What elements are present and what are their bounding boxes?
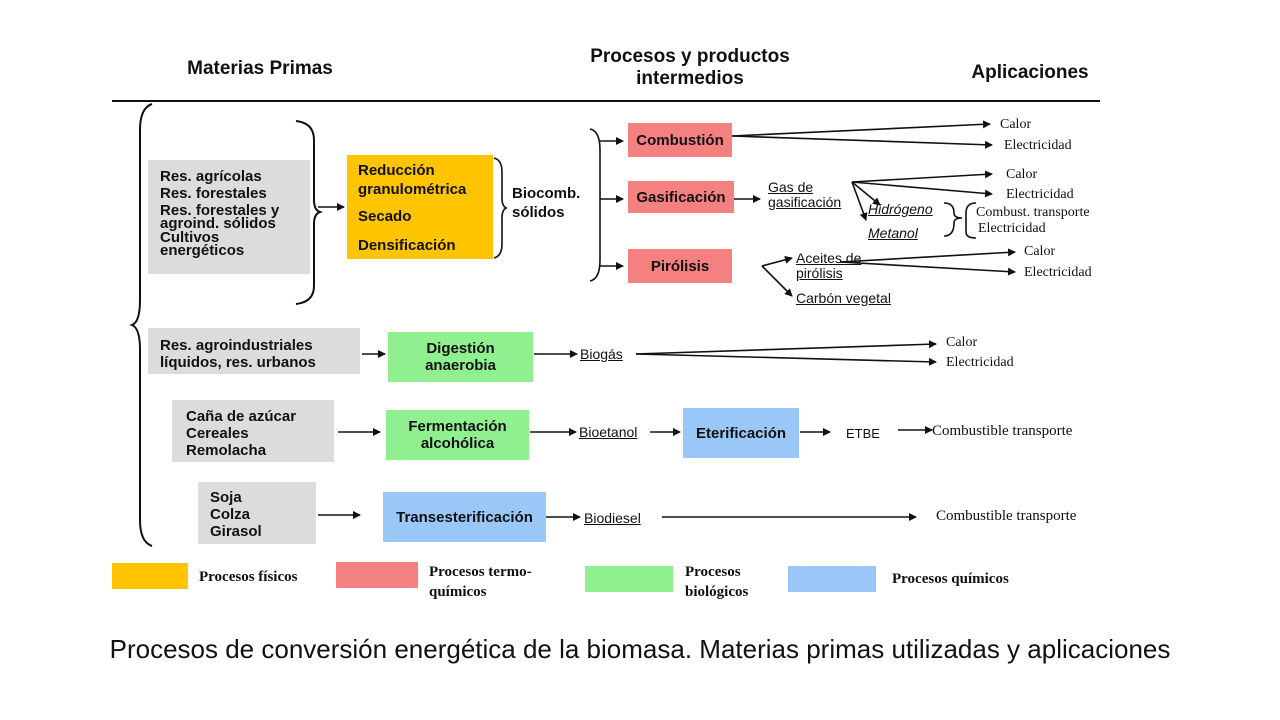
raw-solids-line3: Res. forestales y: [160, 202, 280, 219]
header-applications: Aplicaciones: [971, 62, 1089, 83]
raw-solids-line6: energéticos: [160, 242, 245, 259]
legend-thermo-line1: Procesos termo-: [429, 564, 532, 580]
pyrolysis-oil-label: Aceites de pirólisis: [796, 251, 861, 281]
raw-oil-line2: Colza: [210, 506, 251, 523]
bioethanol-label: Bioetanol: [579, 424, 638, 440]
physical-line1: Reducción: [358, 162, 435, 179]
biocomb-line2: sólidos: [512, 204, 565, 221]
legend-thermo-swatch: [336, 562, 418, 588]
pyro-oil-line1: Aceites de: [796, 250, 862, 266]
combustion-heat-label: Calor: [1000, 117, 1032, 132]
raw-solids-line2: Res. forestales: [160, 185, 267, 202]
raw-liquid-line2: líquidos, res. urbanos: [160, 354, 316, 371]
raw-sugar-box: Caña de azúcar Cereales Remolacha: [172, 400, 334, 462]
oil-heat-label: Calor: [1024, 244, 1056, 259]
arrow-gas-heat: [851, 170, 993, 183]
legend-thermo-label: Procesos termo- químicos: [429, 562, 532, 602]
transport-brace: [965, 202, 977, 239]
combustion-box: Combustión: [628, 123, 732, 157]
fermentation-line1: Fermentación: [408, 418, 507, 435]
gas-line1: Gas de: [768, 179, 814, 195]
thermo-brace: [589, 128, 601, 282]
oil-electricity-label: Electricidad: [1024, 265, 1092, 280]
legend-chem-swatch: [788, 566, 876, 592]
header-raw-materials: Materias Primas: [187, 58, 333, 79]
raw-sugar-line2: Cereales: [186, 425, 249, 442]
arrow-pyrolysis-oil: [761, 255, 793, 267]
biocomb-label: Biocomb. sólidos: [512, 184, 580, 222]
legend-bio-line2: biológicos: [685, 584, 749, 600]
arrow-combustion-electricity: [731, 135, 993, 149]
physical-brace: [493, 157, 508, 259]
arrow-biogas-heat: [635, 340, 937, 355]
raw-liquid-line1: Res. agroindustriales: [160, 337, 313, 354]
hydrogen-label: Hidrógeno: [868, 201, 933, 217]
h2-electricity-label: Electricidad: [978, 221, 1046, 236]
gas-heat-label: Calor: [1006, 167, 1038, 182]
header-processes-line1: Procesos y productos: [590, 46, 790, 67]
legend-chem-label: Procesos químicos: [892, 571, 1009, 587]
raw-solids-line4: agroind. sólidos: [160, 215, 276, 232]
arrow-pyrolysis-charcoal: [761, 265, 793, 297]
legend-bio-swatch: [585, 566, 673, 592]
left-brace: [129, 103, 153, 547]
raw-oil-line3: Girasol: [210, 523, 262, 540]
raw-sugar-line1: Caña de azúcar: [186, 408, 297, 425]
gas-electricity-label: Electricidad: [1006, 187, 1074, 202]
fermentation-line2: alcohólica: [420, 435, 495, 452]
biodiesel-label: Biodiesel: [584, 510, 641, 526]
arrow-oil-heat: [839, 248, 1016, 263]
figure-caption: Procesos de conversión energética de la …: [109, 634, 1171, 664]
h2-methanol-brace: [943, 202, 963, 237]
digestion-box: Digestión anaerobia: [388, 332, 533, 382]
etherification-box: Eterificación: [683, 408, 799, 458]
raw-solids-line5: Cultivos: [160, 229, 220, 246]
legend-physical-label: Procesos físicos: [199, 569, 298, 585]
gas-line2: gasificación: [768, 194, 842, 210]
arrow-gas-hydrogen: [851, 181, 881, 206]
biogas-electricity-label: Electricidad: [946, 355, 1014, 370]
pyrolysis-box: Pirólisis: [628, 249, 732, 283]
physical-process-box: Reducción granulométrica Secado Densific…: [347, 155, 493, 259]
digestion-line2: anaerobia: [425, 357, 496, 374]
charcoal-label: Carbón vegetal: [796, 290, 891, 306]
legend-thermo-line2: químicos: [429, 584, 487, 600]
pyro-oil-line2: pirólisis: [796, 265, 843, 281]
gasification-box: Gasificación: [628, 181, 734, 213]
raw-solids-box: Res. agrícolas Res. forestales Res. fore…: [148, 160, 310, 274]
gasification-gas-label: Gas de gasificación: [768, 180, 841, 210]
biogas-heat-label: Calor: [946, 335, 978, 350]
h2-transport-fuel-label: Combust. transporte: [976, 205, 1090, 220]
arrow-gas-methanol: [851, 181, 868, 221]
methanol-label: Metanol: [868, 225, 918, 241]
arrow-oil-electricity: [839, 261, 1016, 276]
etbe-label: ETBE: [846, 426, 880, 441]
physical-line2: granulométrica: [358, 181, 467, 198]
biogas-label: Biogás: [580, 346, 623, 362]
physical-line4: Densificación: [358, 237, 456, 254]
raw-liquid-box: Res. agroindustriales líquidos, res. urb…: [148, 328, 360, 374]
raw-oil-box: Soja Colza Girasol: [198, 482, 316, 544]
arrow-combustion-heat: [731, 120, 991, 137]
raw-solids-line1: Res. agrícolas: [160, 168, 262, 185]
fermentation-box: Fermentación alcohólica: [386, 410, 529, 460]
raw-oil-line1: Soja: [210, 489, 242, 506]
legend-physical-swatch: [112, 563, 188, 589]
transesterification-box: Transesterificación: [383, 492, 546, 542]
digestion-line1: Digestión: [426, 340, 495, 357]
header-processes-line2: intermedios: [636, 68, 744, 89]
combustion-electricity-label: Electricidad: [1004, 138, 1072, 153]
legend-bio-line1: Procesos: [685, 564, 741, 580]
solids-brace: [295, 120, 324, 305]
arrow-gas-electricity: [851, 181, 993, 198]
raw-sugar-line3: Remolacha: [186, 442, 267, 459]
legend-bio-label: Procesos biológicos: [685, 562, 748, 602]
etbe-transport-fuel-label: Combustible transporte: [932, 423, 1073, 439]
physical-line3: Secado: [358, 208, 412, 225]
header-processes: Procesos y productos intermedios: [540, 46, 840, 90]
biocomb-line1: Biocomb.: [512, 185, 581, 202]
arrow-biogas-electricity: [635, 353, 937, 366]
biodiesel-transport-fuel-label: Combustible transporte: [936, 508, 1077, 524]
